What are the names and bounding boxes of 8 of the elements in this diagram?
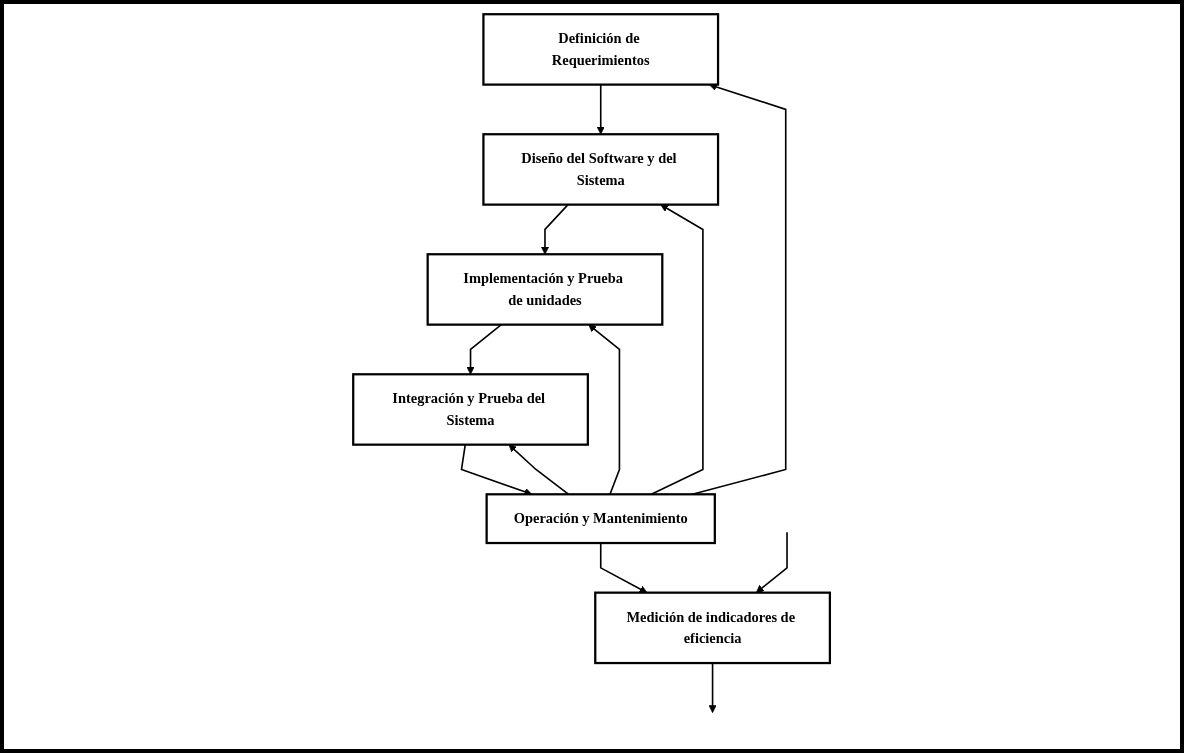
node-box [482,12,720,86]
node-box [482,132,720,206]
flowchart: Definición de Requerimientos Diseño del Software y del Sistema Implementación y Prueba de unidades Integración y Prueba del Sistema Operación y Mantenimiento Medición de indicadores de eficiencia [346,6,838,747]
node-box [485,492,717,544]
node-box [427,252,664,326]
node-box [594,591,832,664]
node-box [352,372,590,446]
arrow [756,530,789,593]
